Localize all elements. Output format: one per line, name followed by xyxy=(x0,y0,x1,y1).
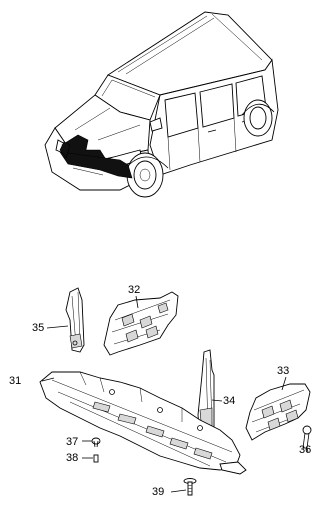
callout-31: 31 xyxy=(9,375,22,387)
leader-lines xyxy=(41,295,309,493)
callout-38: 38 xyxy=(66,452,79,464)
callout-33: 33 xyxy=(277,365,290,377)
fastener-36 xyxy=(302,425,312,449)
part-34-side-shield xyxy=(197,349,215,439)
callout-39: 39 xyxy=(152,486,165,498)
vehicle-illustration xyxy=(44,11,279,198)
part-32-upper-shield xyxy=(103,291,179,356)
part-35-side-shield xyxy=(65,287,85,353)
part-31-under-cover xyxy=(39,371,247,475)
callout-36: 36 xyxy=(299,444,312,456)
callout-37: 37 xyxy=(66,436,79,448)
callout-34: 34 xyxy=(223,395,236,407)
fastener-39 xyxy=(183,478,197,496)
part-33-right-shield xyxy=(245,383,311,441)
callout-35: 35 xyxy=(32,322,45,334)
callout-32: 32 xyxy=(128,284,141,296)
fastener-37 xyxy=(91,437,101,448)
fastener-38 xyxy=(93,454,99,463)
